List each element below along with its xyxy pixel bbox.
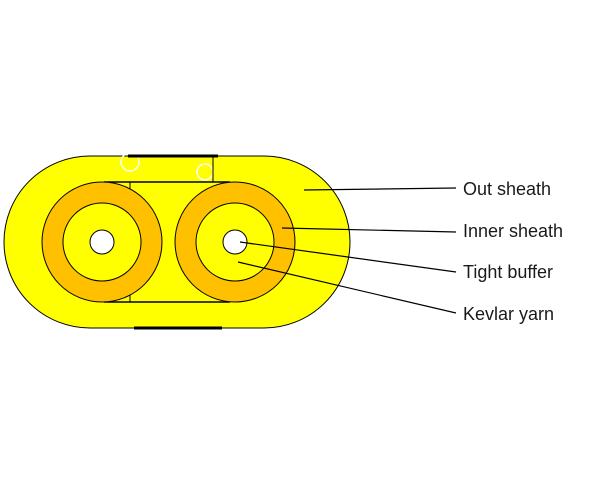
label-inner-sheath: Inner sheath <box>463 221 563 241</box>
label-tight-buffer: Tight buffer <box>463 262 553 282</box>
label-out-sheath: Out sheath <box>463 179 551 199</box>
leader-tight-buffer <box>239 241 457 273</box>
label-kevlar-yarn: Kevlar yarn <box>463 304 554 324</box>
leader-inner-sheath <box>281 227 457 233</box>
leader-kevlar-yarn <box>237 261 457 314</box>
top-notch-left <box>120 152 140 172</box>
right-fiber-core <box>222 229 248 255</box>
leader-out-sheath <box>303 187 457 191</box>
left-fiber-core <box>89 229 115 255</box>
